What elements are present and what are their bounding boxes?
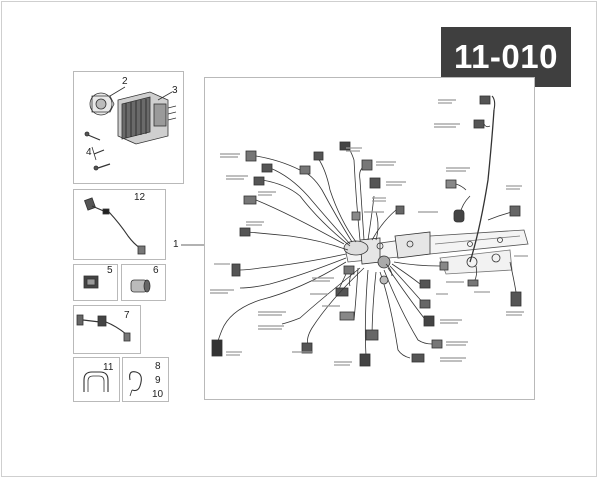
stator-plate: [89, 86, 126, 116]
callout-8: 8: [155, 361, 161, 372]
connector-6: [130, 279, 151, 293]
main-harness: [211, 95, 529, 367]
part-box-cable-7: [73, 305, 141, 354]
sensor-harness: [84, 197, 146, 255]
label-marks: [210, 99, 528, 366]
screws: [84, 131, 111, 171]
callout-7: 7: [124, 310, 130, 321]
callout-3: 3: [172, 85, 178, 96]
callout-2: 2: [122, 76, 128, 87]
part-box-clip-11: [73, 357, 120, 402]
callout-9: 9: [155, 375, 161, 386]
callout-5: 5: [107, 265, 113, 276]
clip-11: [83, 371, 109, 392]
callout-12: 12: [134, 192, 146, 203]
cable-ties: [129, 371, 142, 397]
callout-1: 1: [173, 239, 179, 250]
cable-7: [76, 314, 131, 342]
section-code: 11-010: [454, 38, 558, 75]
connector-5: [83, 275, 99, 289]
callout-10: 10: [152, 389, 164, 400]
callout-4: 4: [86, 147, 92, 158]
callout-11: 11: [103, 362, 114, 373]
callout-6: 6: [153, 265, 159, 276]
voltage-regulator: [117, 91, 177, 145]
